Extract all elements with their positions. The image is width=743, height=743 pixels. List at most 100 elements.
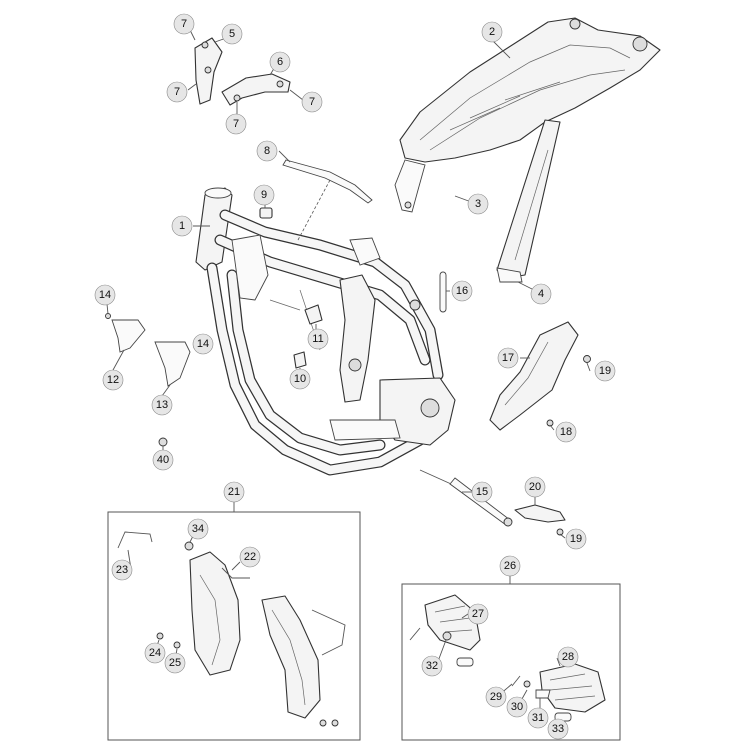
svg-text:18: 18 bbox=[560, 426, 572, 438]
callout-20: 20 bbox=[524, 476, 546, 498]
callout-7b: 7 bbox=[166, 81, 188, 103]
callout-14a: 14 bbox=[94, 284, 116, 306]
svg-text:27: 27 bbox=[472, 608, 484, 620]
svg-text:7: 7 bbox=[233, 118, 239, 130]
footpeg-27 bbox=[424, 594, 481, 651]
svg-text:20: 20 bbox=[529, 481, 541, 493]
callout-21: 21 bbox=[223, 481, 245, 503]
callout-1: 1 bbox=[171, 215, 193, 237]
svg-text:7: 7 bbox=[174, 86, 180, 98]
clamp-22 bbox=[221, 567, 250, 579]
callout-15: 15 bbox=[471, 481, 493, 503]
callout-12: 12 bbox=[102, 369, 124, 391]
svg-text:2: 2 bbox=[489, 26, 495, 38]
callout-33: 33 bbox=[547, 718, 569, 740]
callout-19b: 19 bbox=[565, 528, 587, 550]
svg-text:23: 23 bbox=[116, 564, 128, 576]
svg-text:40: 40 bbox=[157, 454, 169, 466]
callout-3: 3 bbox=[467, 193, 489, 215]
nut-40 bbox=[158, 437, 168, 447]
callout-5: 5 bbox=[221, 23, 243, 45]
callout-27: 27 bbox=[467, 603, 489, 625]
callout-16: 16 bbox=[451, 280, 473, 302]
callout-22: 22 bbox=[239, 546, 261, 568]
callout-6: 6 bbox=[269, 51, 291, 73]
callout-24: 24 bbox=[144, 642, 166, 664]
svg-text:34: 34 bbox=[192, 523, 204, 535]
svg-text:12: 12 bbox=[107, 374, 119, 386]
callout-32: 32 bbox=[421, 655, 443, 677]
svg-text:8: 8 bbox=[264, 145, 270, 157]
frame-protector-left bbox=[189, 551, 241, 676]
svg-text:6: 6 bbox=[277, 56, 283, 68]
callout-11: 11 bbox=[307, 328, 329, 350]
callout-9: 9 bbox=[253, 184, 275, 206]
callout-29: 29 bbox=[485, 686, 507, 708]
svg-text:32: 32 bbox=[426, 660, 438, 672]
svg-text:10: 10 bbox=[294, 373, 306, 385]
callout-30: 30 bbox=[506, 696, 528, 718]
svg-text:17: 17 bbox=[502, 352, 514, 364]
svg-text:3: 3 bbox=[475, 198, 481, 210]
callout-10: 10 bbox=[289, 368, 311, 390]
frame-protector-right bbox=[261, 595, 321, 719]
svg-text:19: 19 bbox=[570, 533, 582, 545]
svg-text:19: 19 bbox=[599, 365, 611, 377]
bracket-5 bbox=[194, 37, 223, 105]
callout-17: 17 bbox=[497, 347, 519, 369]
svg-text:7: 7 bbox=[309, 96, 315, 108]
callout-23: 23 bbox=[111, 559, 133, 581]
svg-text:14: 14 bbox=[99, 289, 111, 301]
svg-text:16: 16 bbox=[456, 285, 468, 297]
svg-text:7: 7 bbox=[181, 18, 187, 30]
svg-text:5: 5 bbox=[229, 28, 235, 40]
callout-40: 40 bbox=[152, 449, 174, 471]
callout-25: 25 bbox=[164, 652, 186, 674]
bracket-6 bbox=[221, 73, 291, 106]
group-box-26 bbox=[401, 583, 621, 741]
main-frame bbox=[195, 187, 456, 476]
callout-18: 18 bbox=[555, 421, 577, 443]
subframe bbox=[394, 17, 661, 283]
callout-26: 26 bbox=[499, 555, 521, 577]
callout-7a: 7 bbox=[173, 13, 195, 35]
pivot-axle-15 bbox=[419, 469, 513, 527]
callout-4: 4 bbox=[530, 283, 552, 305]
bracket-13 bbox=[154, 341, 199, 387]
callout-28: 28 bbox=[557, 646, 579, 668]
svg-text:33: 33 bbox=[552, 723, 564, 735]
svg-text:4: 4 bbox=[538, 288, 544, 300]
svg-text:26: 26 bbox=[504, 560, 516, 572]
callout-8: 8 bbox=[256, 140, 278, 162]
chain-guide-17 bbox=[489, 321, 591, 431]
plug-9 bbox=[259, 207, 273, 219]
footpeg-28 bbox=[539, 663, 606, 713]
svg-text:15: 15 bbox=[476, 486, 488, 498]
callout-13: 13 bbox=[151, 394, 173, 416]
svg-text:14: 14 bbox=[197, 338, 209, 350]
callout-19a: 19 bbox=[594, 360, 616, 382]
callout-34: 34 bbox=[187, 518, 209, 540]
callout-2: 2 bbox=[481, 21, 503, 43]
svg-text:11: 11 bbox=[312, 333, 323, 345]
clip-11 bbox=[304, 304, 323, 325]
callout-31: 31 bbox=[527, 707, 549, 729]
callout-7c: 7 bbox=[225, 113, 247, 135]
svg-text:24: 24 bbox=[149, 647, 161, 659]
bracket-12 bbox=[105, 313, 146, 353]
clamp-23 bbox=[117, 531, 153, 549]
svg-text:25: 25 bbox=[169, 657, 181, 669]
svg-text:29: 29 bbox=[490, 691, 502, 703]
svg-text:9: 9 bbox=[261, 189, 267, 201]
svg-text:13: 13 bbox=[156, 399, 168, 411]
svg-text:22: 22 bbox=[244, 551, 256, 563]
svg-text:1: 1 bbox=[179, 220, 185, 232]
clip-10 bbox=[293, 351, 307, 369]
callout-7d: 7 bbox=[301, 91, 323, 113]
svg-text:21: 21 bbox=[228, 486, 240, 498]
loop-16 bbox=[439, 271, 447, 313]
callout-14b: 14 bbox=[192, 333, 214, 355]
svg-text:31: 31 bbox=[532, 712, 544, 724]
svg-text:30: 30 bbox=[511, 701, 523, 713]
